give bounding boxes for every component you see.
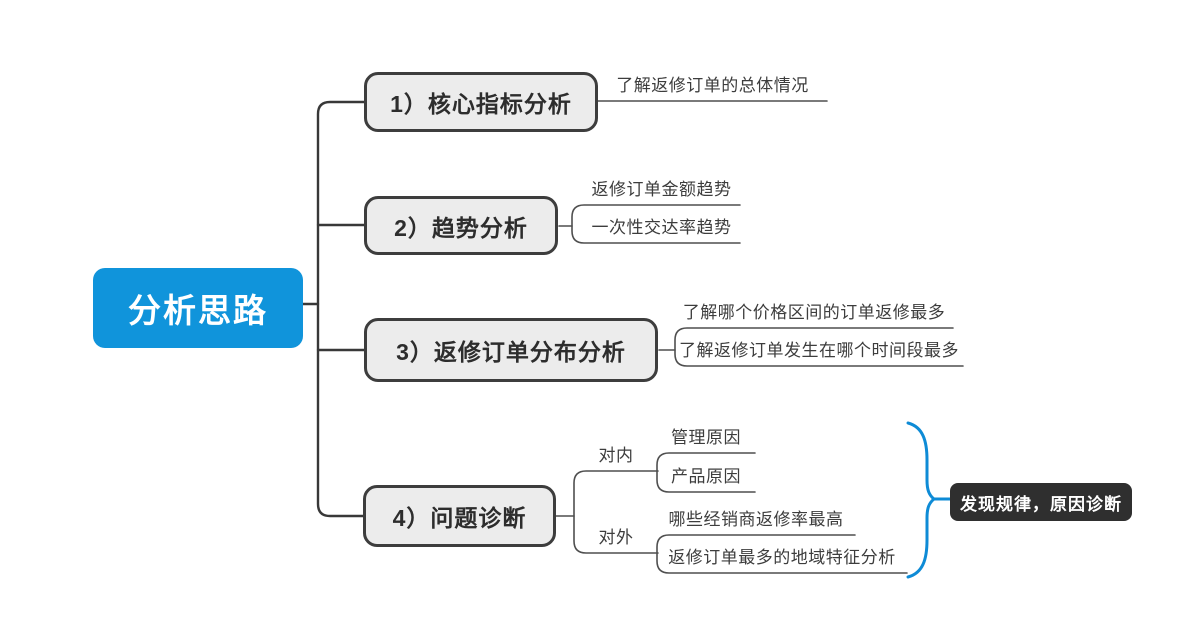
curly-brace xyxy=(906,421,937,579)
main-topic-1[interactable]: 1）核心指标分析 xyxy=(364,72,598,132)
subtopic-3-1[interactable]: 了解哪个价格区间的订单返修最多 xyxy=(682,303,946,322)
callout-note[interactable]: 发现规律，原因诊断 xyxy=(950,483,1132,521)
internal-children-bracket xyxy=(656,452,756,493)
branch2-bracket xyxy=(571,204,741,244)
subtopic-1-1[interactable]: 了解返修订单的总体情况 xyxy=(616,76,809,95)
root-topic[interactable]: 分析思路 xyxy=(93,268,303,348)
subtopic-2-2[interactable]: 一次性交达率趋势 xyxy=(591,218,732,237)
main-topic-4[interactable]: 4）问题诊断 xyxy=(363,485,556,547)
leaf-product-cause[interactable]: 产品原因 xyxy=(671,467,741,486)
main-topic-3[interactable]: 3）返修订单分布分析 xyxy=(364,318,658,382)
leaf-region-feature-analysis[interactable]: 返修订单最多的地域特征分析 xyxy=(668,548,896,567)
leaf-dealer-repair-rate[interactable]: 哪些经销商返修率最高 xyxy=(668,510,844,529)
subtopic-4-external[interactable]: 对外 xyxy=(598,528,634,547)
external-children-bracket xyxy=(656,534,908,574)
branch4-split-bracket xyxy=(573,470,659,554)
subtopic-3-2[interactable]: 了解返修订单发生在哪个时间段最多 xyxy=(679,341,959,360)
spine-line xyxy=(316,100,368,518)
leaf-management-cause[interactable]: 管理原因 xyxy=(671,428,741,447)
subtopic-4-internal[interactable]: 对内 xyxy=(598,446,634,465)
subtopic-2-1[interactable]: 返修订单金额趋势 xyxy=(591,180,732,199)
main-topic-2[interactable]: 2）趋势分析 xyxy=(364,196,558,255)
branch3-bracket xyxy=(674,327,964,367)
